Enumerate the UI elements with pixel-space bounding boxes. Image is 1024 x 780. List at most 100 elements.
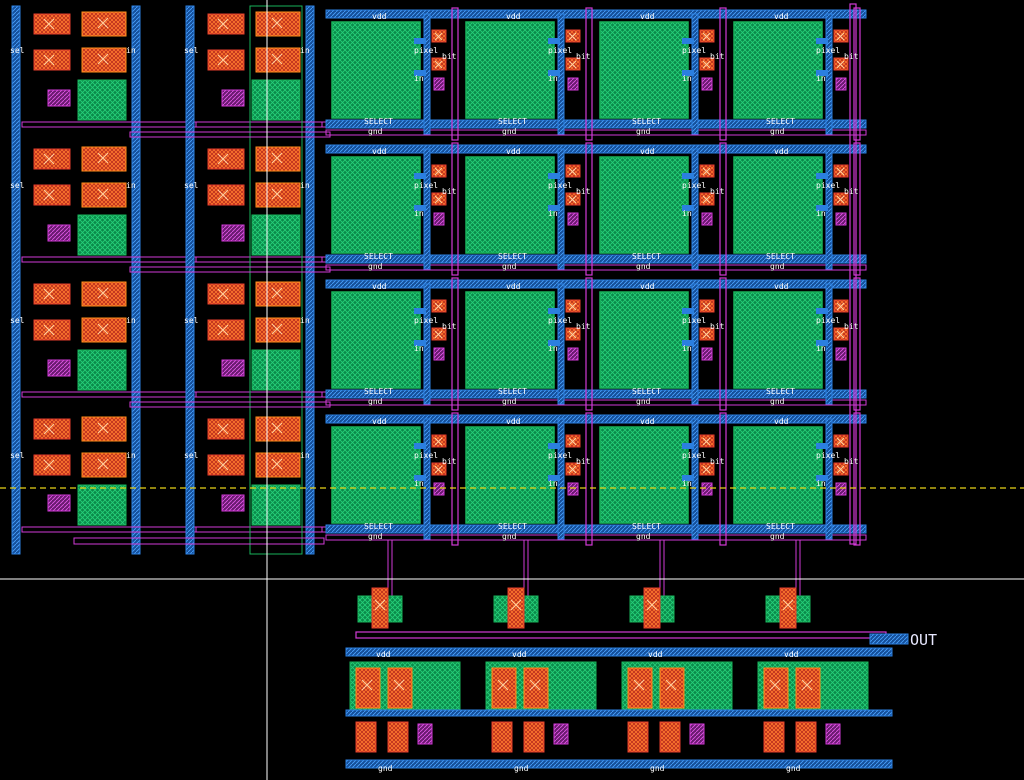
readout-via xyxy=(689,723,705,745)
bitline xyxy=(451,412,459,546)
readout-vdd-rail xyxy=(345,647,893,657)
contact-mark xyxy=(217,54,229,66)
driver-nmos xyxy=(33,283,71,305)
pin-stub xyxy=(548,173,560,179)
pin-stub xyxy=(414,38,426,44)
vdd-rail xyxy=(325,414,867,424)
driver-well xyxy=(77,484,127,526)
driver-gnd-strap xyxy=(305,5,315,555)
bitline xyxy=(451,277,459,411)
array-edge-rail xyxy=(849,3,857,545)
driver-via xyxy=(47,359,71,377)
select-transistor xyxy=(567,482,579,496)
readout-switch xyxy=(491,721,513,753)
photodiode xyxy=(331,156,421,254)
photodiode xyxy=(733,156,823,254)
bitline xyxy=(853,142,861,276)
contact-mark xyxy=(374,599,386,611)
gnd-rail xyxy=(325,129,867,136)
select-transistor xyxy=(835,77,847,91)
readout-switch xyxy=(763,721,785,753)
select-transistor xyxy=(567,347,579,361)
vdd-rail xyxy=(325,279,867,289)
driver-vdd-strap xyxy=(185,5,195,555)
bitline xyxy=(853,7,861,141)
driver-nmos xyxy=(207,319,245,341)
photodiode xyxy=(599,291,689,389)
contact-mark xyxy=(97,188,109,200)
pin-stub xyxy=(548,38,560,44)
column-amp-gate xyxy=(779,587,797,629)
pin-stub xyxy=(548,340,560,346)
select-rail xyxy=(325,254,867,264)
wordline-route xyxy=(21,526,323,533)
pin-stub xyxy=(548,205,560,211)
pin-stub xyxy=(548,443,560,449)
readout-via xyxy=(825,723,841,745)
contact-mark xyxy=(271,458,283,470)
gnd-rail xyxy=(325,264,867,271)
vdd-rail xyxy=(325,144,867,154)
vdd-rail xyxy=(325,9,867,19)
bitline xyxy=(719,277,727,411)
column-feed xyxy=(523,539,529,597)
driver-via xyxy=(221,359,245,377)
driver-well xyxy=(251,79,301,121)
out-bus xyxy=(355,631,887,639)
driver-nmos xyxy=(207,13,245,35)
contact-mark xyxy=(568,330,577,339)
readout-mid-rail xyxy=(345,709,893,717)
readout-pmos xyxy=(387,667,413,709)
readout-switch xyxy=(355,721,377,753)
contact-mark xyxy=(97,422,109,434)
driver-pmos xyxy=(255,182,301,208)
photodiode xyxy=(465,426,555,524)
select-transistor xyxy=(567,212,579,226)
contact-mark xyxy=(568,302,577,311)
contact-mark xyxy=(497,679,509,691)
pin-stub xyxy=(816,475,828,481)
readout-pmos xyxy=(795,667,821,709)
driver-nmos xyxy=(33,148,71,170)
contact-mark xyxy=(217,189,229,201)
contact-mark xyxy=(702,437,711,446)
readout-via xyxy=(417,723,433,745)
readout-gnd-rail xyxy=(345,759,893,769)
contact-mark xyxy=(217,459,229,471)
driver-nmos xyxy=(33,319,71,341)
bitline xyxy=(585,412,593,546)
pin-stub xyxy=(682,340,694,346)
select-transistor xyxy=(701,212,713,226)
pin-stub xyxy=(548,308,560,314)
contact-mark xyxy=(43,189,55,201)
gnd-rail xyxy=(325,534,867,541)
pin-stub xyxy=(682,475,694,481)
contact-mark xyxy=(97,287,109,299)
pin-stub xyxy=(548,475,560,481)
driver-nmos xyxy=(207,148,245,170)
contact-mark xyxy=(702,60,711,69)
bitline xyxy=(719,7,727,141)
driver-nmos xyxy=(33,49,71,71)
bitline xyxy=(719,142,727,276)
select-transistor xyxy=(835,347,847,361)
readout-switch xyxy=(795,721,817,753)
contact-mark xyxy=(217,288,229,300)
out-pin xyxy=(869,633,909,645)
driver-nmos xyxy=(33,184,71,206)
pin-stub xyxy=(816,443,828,449)
bitline xyxy=(719,412,727,546)
driver-nmos xyxy=(33,454,71,476)
photodiode xyxy=(733,291,823,389)
column-feed xyxy=(659,539,665,597)
select-transistor xyxy=(567,77,579,91)
contact-mark xyxy=(568,167,577,176)
left-driver-columns xyxy=(11,5,497,555)
driver-via xyxy=(47,89,71,107)
contact-mark xyxy=(43,153,55,165)
pin-stub xyxy=(682,70,694,76)
bitline xyxy=(451,142,459,276)
photodiode xyxy=(465,21,555,119)
select-transistor xyxy=(701,77,713,91)
